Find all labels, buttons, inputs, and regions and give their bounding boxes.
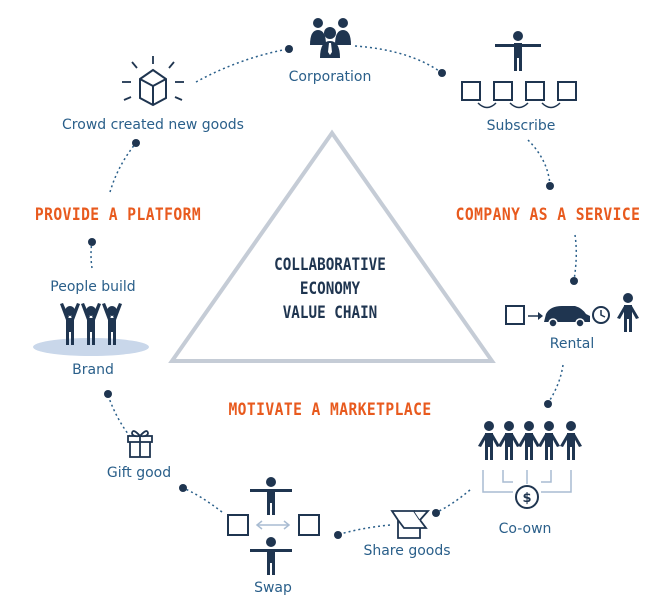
node-rental-label: Rental [549, 336, 595, 352]
connector-dots [88, 45, 578, 539]
node-crowd-goods-label: Crowd created new goods [62, 117, 244, 133]
shining-box-icon [122, 56, 184, 107]
people-money-icon: $ [478, 421, 582, 509]
node-swap-label: Swap [254, 580, 292, 596]
cycle-connectors [90, 45, 578, 536]
value-chain-triangle [168, 129, 496, 363]
open-box-icon [390, 510, 431, 539]
node-co-own-label: Co-own [498, 521, 552, 537]
node-share-goods-label: Share goods [363, 543, 451, 559]
people-group-icon [310, 18, 351, 58]
center-title-line-2: ECONOMY [299, 279, 361, 299]
center-title-line-1: COLLABORATIVE [274, 255, 386, 275]
section-motivate-marketplace: MOTIVATE A MARKETPLACE [228, 400, 432, 420]
node-people-build-label: People build [50, 279, 136, 295]
person-with-boxes-icon [461, 31, 577, 109]
people-cheering-icon [33, 303, 149, 356]
svg-text:$: $ [522, 491, 531, 506]
node-subscribe-label: Subscribe [486, 118, 556, 134]
node-gift-good-label: Gift good [106, 465, 172, 481]
swap-boxes-icon [227, 477, 320, 575]
center-title-line-3: VALUE CHAIN [282, 303, 378, 323]
section-company-service: COMPANY AS A SERVICE [455, 205, 641, 225]
gift-icon [127, 430, 153, 458]
box-car-clock-person-icon [505, 293, 639, 332]
section-provide-platform: PROVIDE A PLATFORM [34, 205, 202, 225]
node-brand-label: Brand [72, 362, 114, 378]
node-corporation-label: Corporation [288, 69, 372, 85]
center-title: COLLABORATIVE ECONOMY VALUE CHAIN [255, 253, 405, 325]
